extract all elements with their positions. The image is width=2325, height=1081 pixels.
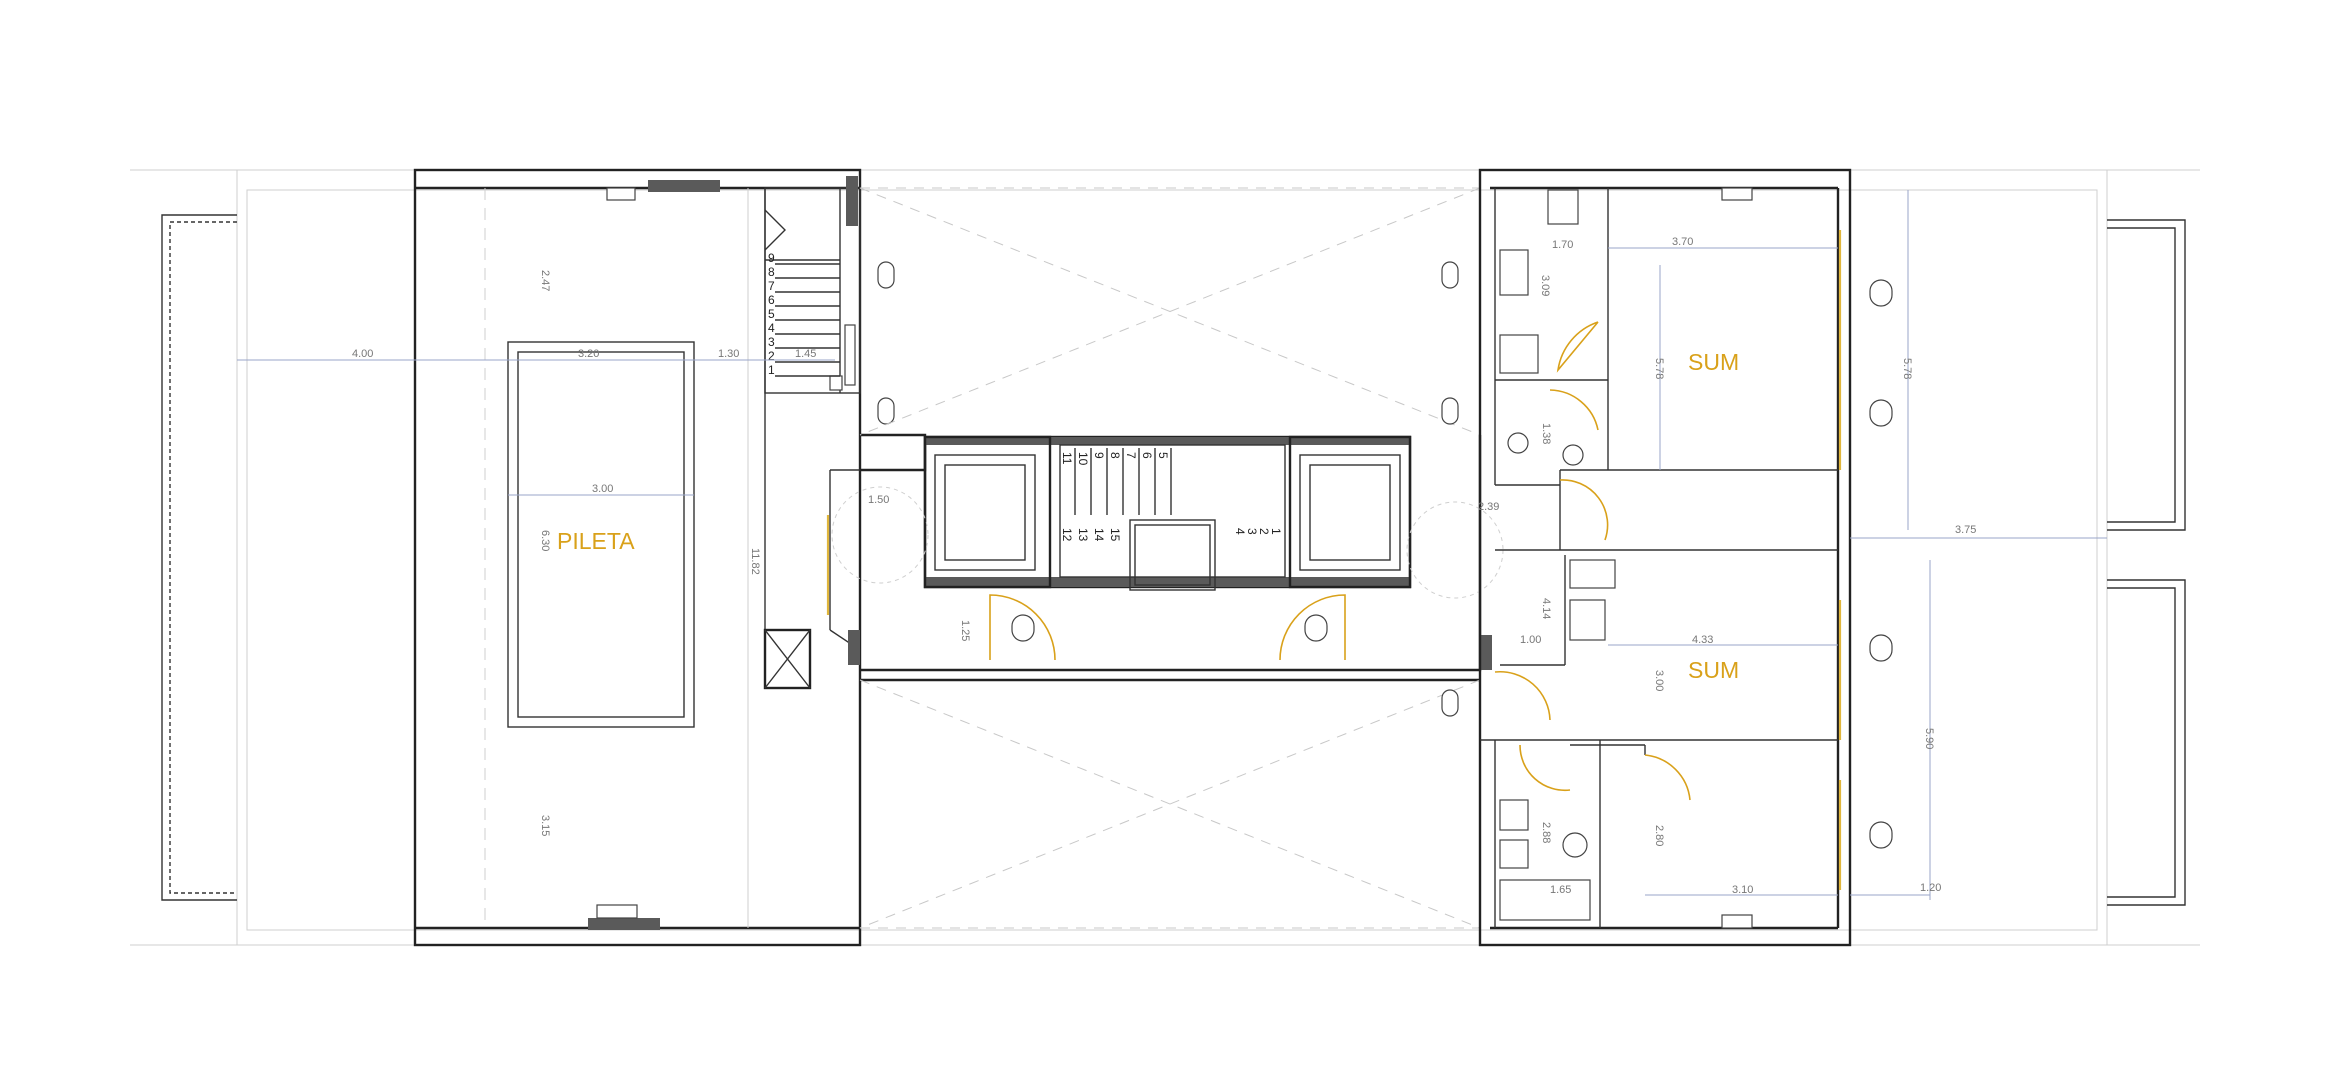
tag-icon-sum-right-4 <box>1869 821 1893 849</box>
left-balcony <box>161 214 237 901</box>
dim-3-00-pool: 3.00 <box>592 483 613 495</box>
left-stair-step-number: 6 <box>768 293 775 307</box>
dim-1-50: 1.50 <box>868 494 889 506</box>
left-stair-step-number: 4 <box>768 321 775 335</box>
left-stair-step-number: 1 <box>768 363 775 377</box>
left-stair-step-number: 9 <box>768 251 775 265</box>
void-top <box>859 187 1481 436</box>
void-bottom <box>859 679 1481 929</box>
dim-2-80: 2.80 <box>1653 825 1665 846</box>
dim-2-39: 2.39 <box>1478 501 1499 513</box>
dim-3-70: 3.70 <box>1672 236 1693 248</box>
center-corridor <box>763 433 1504 690</box>
tag-icon-left-mid <box>877 397 895 425</box>
dim-6-30: 6.30 <box>539 530 551 551</box>
dim-4-00: 4.00 <box>352 348 373 360</box>
tag-icon-sum-right-1 <box>1869 279 1893 307</box>
dimension-lines <box>237 190 2107 900</box>
dim-5-78-out: 5.78 <box>1901 358 1913 379</box>
dim-3-75: 3.75 <box>1955 524 1976 536</box>
room-label-sum-top: SUM <box>1688 349 1739 375</box>
dim-3-15: 3.15 <box>539 815 551 836</box>
tag-icon-corridor-left <box>1011 614 1035 642</box>
center-stair-step-number: 12 <box>1060 528 1074 542</box>
tag-icon-sum-right-3 <box>1869 634 1893 662</box>
dim-2-47: 2.47 <box>539 270 551 291</box>
room-label-sum-bottom: SUM <box>1688 657 1739 683</box>
dim-4-33: 4.33 <box>1692 634 1713 646</box>
center-stair-step-number: 5 <box>1156 452 1170 459</box>
room-label-pileta: PILETA <box>557 528 635 554</box>
dim-1-70: 1.70 <box>1552 239 1573 251</box>
dim-1-30: 1.30 <box>718 348 739 360</box>
dim-3-09: 3.09 <box>1539 275 1551 296</box>
dim-5-90: 5.90 <box>1923 728 1935 749</box>
dim-11-82: 11.82 <box>749 548 761 575</box>
sum-block <box>1478 168 1852 947</box>
tag-icon-corridor-right <box>1304 614 1328 642</box>
center-stair-step-number: 8 <box>1108 452 1122 459</box>
tag-icon-void-right-top <box>1441 261 1459 289</box>
center-stair-step-number: 4 <box>1233 528 1247 535</box>
center-stair-step-number: 1 <box>1269 528 1283 535</box>
dim-1-38: 1.38 <box>1540 423 1552 444</box>
left-stair <box>764 176 861 394</box>
tag-icon-sum-right-2 <box>1869 399 1893 427</box>
dim-1-20: 1.20 <box>1920 882 1941 894</box>
left-stair-step-number: 8 <box>768 265 775 279</box>
center-stair-step-number: 6 <box>1140 452 1154 459</box>
dim-3-20: 3.20 <box>578 348 599 360</box>
left-stair-step-number: 2 <box>768 349 775 363</box>
dim-4-14: 4.14 <box>1540 598 1552 619</box>
pool <box>507 341 695 728</box>
left-stair-step-number: 7 <box>768 279 775 293</box>
dim-1-00: 1.00 <box>1520 634 1541 646</box>
right-balconies <box>2107 219 2186 906</box>
dim-1-25: 1.25 <box>959 620 971 641</box>
center-stair-step-number: 2 <box>1257 528 1271 535</box>
center-stair-step-number: 7 <box>1124 452 1138 459</box>
center-stair-step-number: 15 <box>1108 528 1122 542</box>
center-stair-step-number: 13 <box>1076 528 1090 542</box>
left-stair-step-number: 3 <box>768 335 775 349</box>
left-stair-step-number: 5 <box>768 307 775 321</box>
dim-3-00-sum: 3.00 <box>1653 670 1665 691</box>
dim-1-65: 1.65 <box>1550 884 1571 896</box>
pool-block <box>413 168 862 947</box>
center-stair-step-number: 14 <box>1092 528 1106 542</box>
dim-2-88: 2.88 <box>1540 822 1552 843</box>
dim-1-45: 1.45 <box>795 348 816 360</box>
center-stair-step-number: 11 <box>1060 452 1074 465</box>
tag-icon-void-right-mid <box>1441 397 1459 425</box>
tag-icon-void-right-bottom <box>1441 689 1459 717</box>
center-stair-step-number: 10 <box>1076 452 1090 466</box>
center-stair-step-number: 3 <box>1245 528 1259 535</box>
center-stair-step-number: 9 <box>1092 452 1106 459</box>
dim-5-78-in: 5.78 <box>1653 358 1665 379</box>
dim-3-10: 3.10 <box>1732 884 1753 896</box>
tag-icon-left-top <box>877 261 895 289</box>
